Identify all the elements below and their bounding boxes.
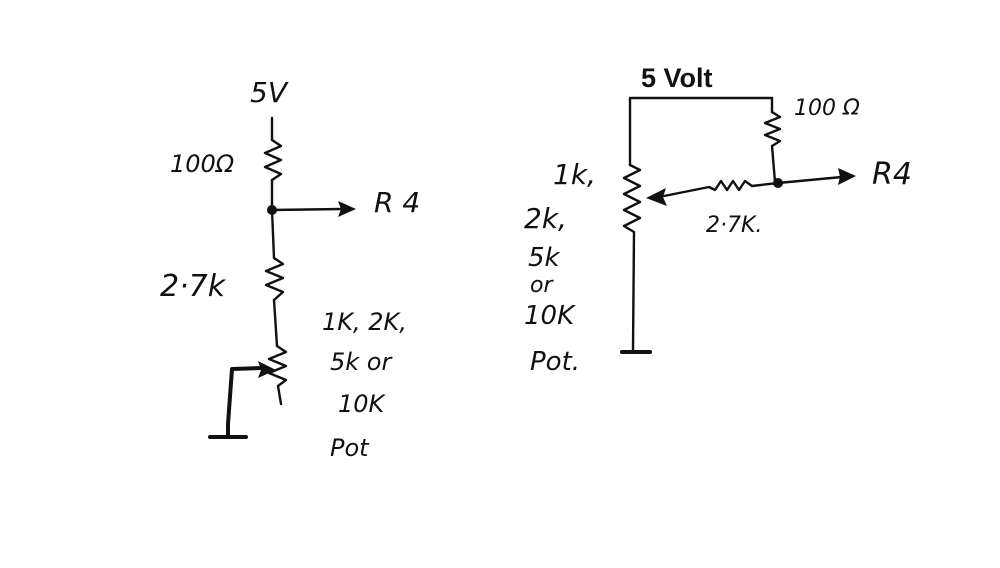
right-output-wire (776, 175, 844, 185)
right-top-bus (628, 96, 774, 167)
left-wire-to-mid-resistor (270, 208, 276, 260)
left-pot-label-line-1: 1K, 2K, (322, 308, 407, 336)
right-output-arrowhead (838, 168, 856, 185)
right-supply-label: 5 Volt (641, 63, 713, 93)
right-output-label: R4 (872, 157, 912, 192)
left-ground-symbol (208, 422, 248, 439)
right-pot-label-line-1: 1k, (553, 158, 596, 191)
left-wire-to-pot (272, 298, 279, 348)
right-top-resistor-label: 100 Ω (794, 96, 860, 121)
right-top-resistor (763, 110, 782, 184)
right-series-wire (750, 181, 780, 188)
left-output-arrowhead (338, 201, 356, 217)
right-pot-label-line-3: 5k (528, 243, 561, 273)
left-pot-label-line-2: 5k or (330, 348, 393, 376)
left-supply-label: 5V (250, 76, 289, 109)
right-pot-label-line-2: 2k, (524, 202, 567, 235)
left-output-wire (270, 207, 344, 212)
left-mid-resistor-label: 2·7k (160, 269, 227, 304)
left-pot-resistor (267, 344, 288, 406)
right-pot-resistor (622, 163, 642, 352)
right-pot-wiper-arrowhead (646, 188, 667, 206)
right-series-resistor (662, 179, 754, 198)
right-pot-label-line-5: 10K (524, 301, 576, 331)
right-pot-label-line-4: or (530, 273, 554, 298)
right-circuit: 5 Volt 100 Ω R4 2·7K. 1k, 2k, 5k or 10K … (524, 63, 912, 377)
right-series-resistor-label: 2·7K. (706, 213, 762, 238)
left-top-resistor-label: 100Ω (170, 150, 235, 178)
left-pot-label-line-3: 10K (338, 390, 387, 418)
left-circuit: 5V 100Ω R 4 2·7k 1K, 2K, 5k or 10K Pot (160, 76, 420, 462)
left-mid-resistor (264, 256, 285, 302)
left-pot-wiper (226, 366, 264, 426)
left-pot-label-line-4: Pot (330, 434, 370, 462)
left-output-label: R 4 (374, 186, 420, 219)
left-top-resistor (263, 138, 283, 182)
left-pot-wiper-arrowhead (258, 361, 276, 378)
right-pot-label-line-6: Pot. (530, 347, 580, 377)
